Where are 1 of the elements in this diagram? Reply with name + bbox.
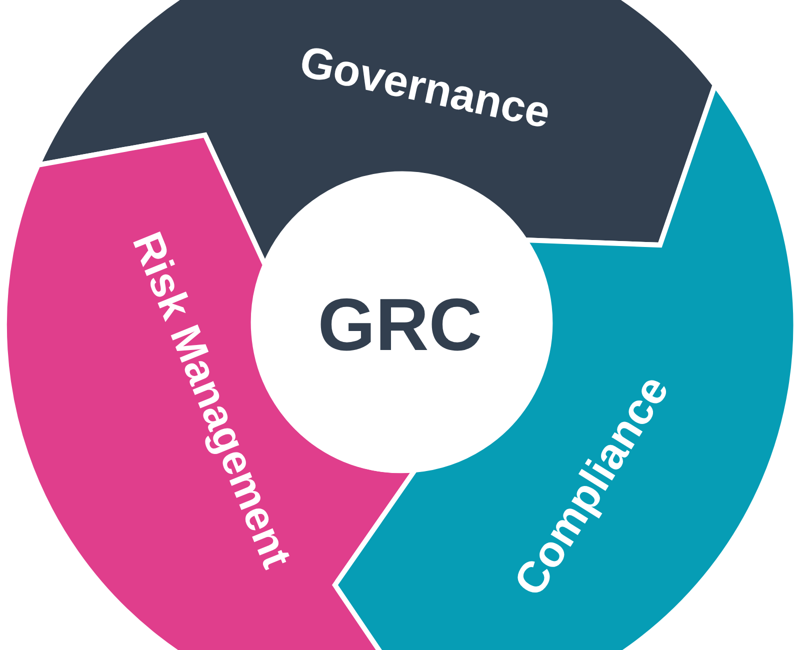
center-label: GRC bbox=[318, 288, 482, 362]
